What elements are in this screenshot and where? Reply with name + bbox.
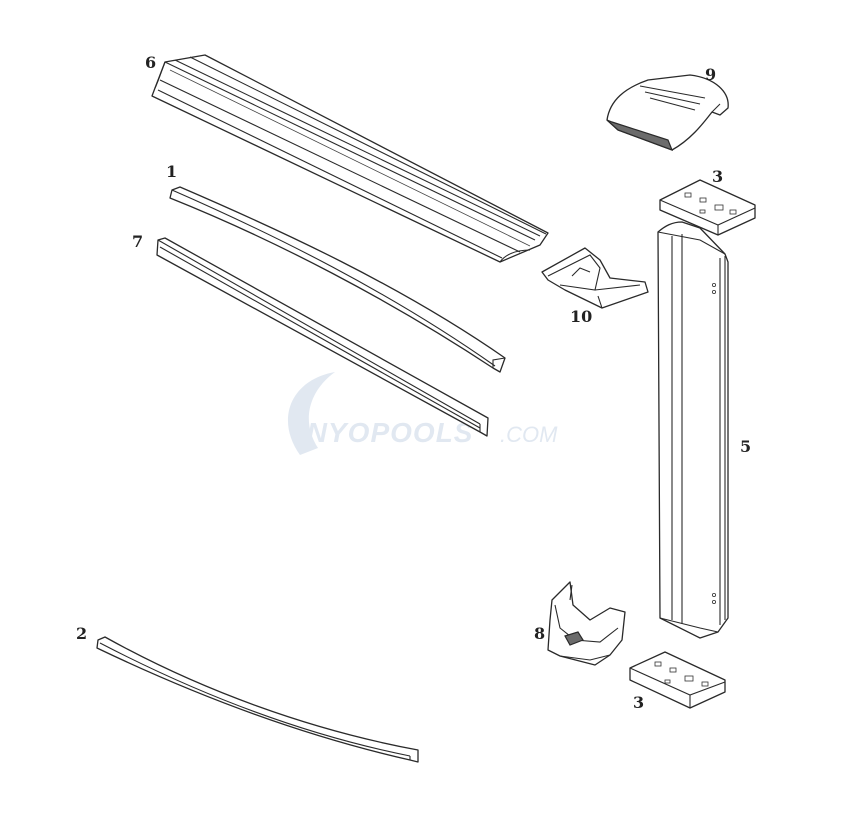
- upright-icon: [657, 221, 729, 639]
- bottom-track-icon: [96, 636, 419, 763]
- top-ledge-icon: [151, 54, 549, 263]
- callout-part-2: 2: [76, 624, 87, 643]
- watermark-text: INYOPOOLS: [298, 417, 473, 448]
- bottom-plate-icon: [629, 651, 726, 709]
- callout-part-3-bottom: 3: [633, 693, 644, 712]
- top-cap-icon: [606, 74, 729, 152]
- top-rail-icon: [169, 186, 506, 373]
- top-plate-icon: [659, 179, 756, 236]
- callout-part-10: 10: [570, 307, 592, 326]
- ledge-connector-icon: [541, 247, 649, 309]
- callout-part-9: 9: [705, 65, 716, 84]
- watermark: INYOPOOLS .COM: [287, 372, 558, 455]
- watermark-swoosh-icon: [287, 372, 335, 455]
- callout-part-8: 8: [534, 624, 545, 643]
- watermark-suffix: .COM: [500, 422, 558, 447]
- callout-part-5: 5: [740, 437, 751, 456]
- callout-part-6: 6: [145, 53, 156, 72]
- bottom-cuff-icon: [547, 581, 626, 666]
- callout-part-7: 7: [132, 232, 143, 251]
- stabilizer-rail-icon: [156, 237, 489, 437]
- callout-part-1: 1: [166, 162, 177, 181]
- callout-part-3-top: 3: [712, 167, 723, 186]
